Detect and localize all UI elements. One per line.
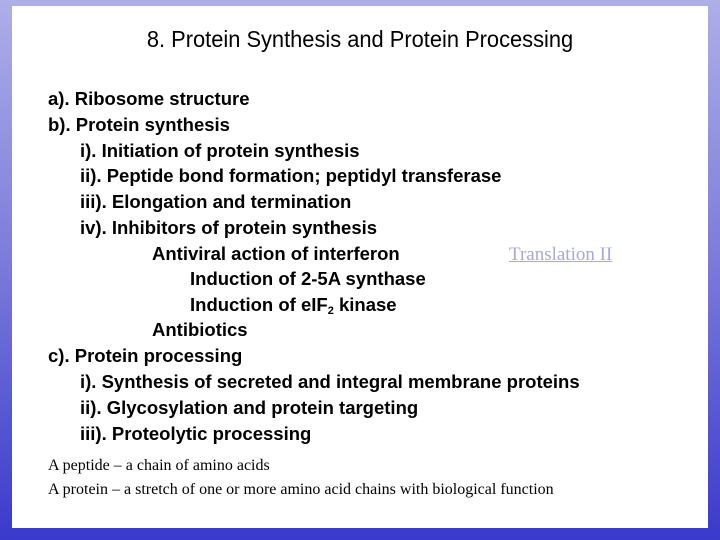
slide-title: 8. Protein Synthesis and Protein Process… [146,26,574,52]
outline-item: iv). Inhibitors of protein synthesis [80,217,378,238]
note-protein: A protein – a stretch of one or more ami… [48,481,554,498]
slide-panel: 8. Protein Synthesis and Protein Process… [12,6,708,528]
outline-item: Antiviral action of interferon [152,243,400,264]
outline-item: iii). Proteolytic processing [80,423,312,444]
outline-item: a). Ribosome structure [48,88,250,109]
outline-item: iii). Elongation and termination [80,191,352,212]
outline-text: kinase [333,294,397,315]
outline-item: ii). Peptide bond formation; peptidyl tr… [80,165,502,186]
outline-text: Induction of eIF [190,294,328,315]
subscript: 2 [327,305,334,317]
note-peptide: A peptide – a chain of amino acids [48,457,270,474]
outline-item: b). Protein synthesis [48,114,230,135]
outline-item: i). Synthesis of secreted and integral m… [80,371,580,392]
outline-item: c). Protein processing [48,345,243,366]
outline-item: i). Initiation of protein synthesis [80,140,360,161]
outline-item: ii). Glycosylation and protein targeting [80,397,419,418]
outline-item: Antibiotics [152,319,248,340]
outline-item: Induction of eIF2 kinase [190,294,397,317]
outline-item: Induction of 2-5A synthase [190,268,426,289]
translation-ii-link[interactable]: Translation II [509,244,613,265]
